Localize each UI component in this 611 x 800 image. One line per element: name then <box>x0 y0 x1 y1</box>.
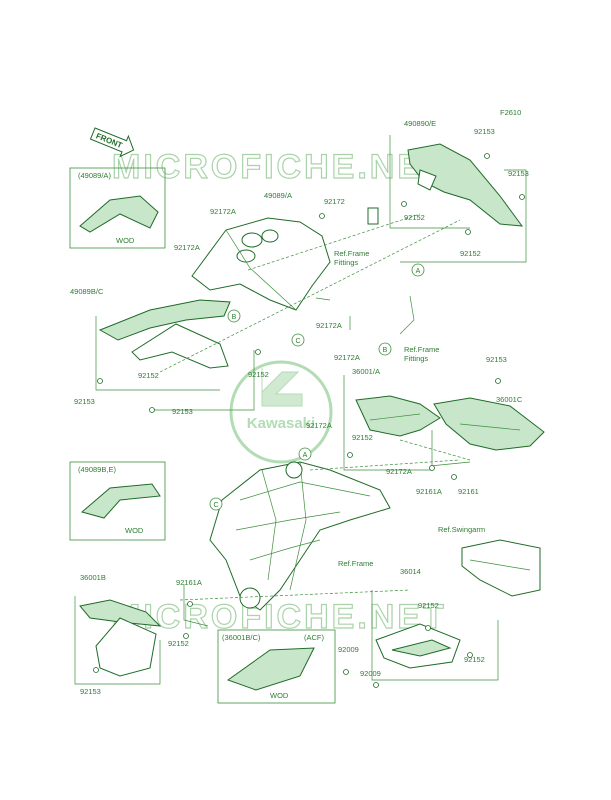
label-36014: 36014 <box>400 567 421 576</box>
label-36001c: 36001C <box>496 395 523 404</box>
label-92153-6: 92153 <box>80 687 101 696</box>
variant-box-36001bc: (36001B/C) (ACF) WOD <box>217 629 336 704</box>
box3-title: (36001B/C) <box>222 633 261 642</box>
frame <box>209 461 391 611</box>
box2-part-shape <box>80 483 161 519</box>
label-92172a-2: 92172A <box>174 243 200 252</box>
upper-cover-490890e <box>367 143 524 227</box>
label-92152-1: 92152 <box>404 213 425 222</box>
label-92153-1: 92153 <box>474 127 495 136</box>
label-92161a-1: 92161A <box>416 487 442 496</box>
callout-a-1: A <box>416 268 421 275</box>
label-92152-2: 92152 <box>460 249 481 258</box>
box3-tag: (ACF) <box>304 633 324 642</box>
shroud-36001c <box>433 397 545 451</box>
label-92153-2: 92153 <box>508 169 529 178</box>
fasteners <box>93 153 525 688</box>
label-92009-1: 92009 <box>338 645 359 654</box>
label-490890e: 490890/E <box>404 119 436 128</box>
box1-title: (49089/A) <box>78 171 111 180</box>
box2-note: WOD <box>125 526 144 535</box>
chain-cover-36014 <box>375 623 461 669</box>
label-49089a: 49089/A <box>264 191 292 200</box>
part-labels: 490890/E 92153 92153 49089/A 92172 92172… <box>70 119 529 696</box>
side-cover-36001b <box>79 599 162 677</box>
label-92152-3: 92152 <box>138 371 159 380</box>
variant-box-49089be: (49089B,E) WOD <box>69 461 166 541</box>
tank-cover-49089a <box>191 217 331 311</box>
box2-title: (49089B,E) <box>78 465 116 474</box>
callout-markers: A B C B A C <box>209 263 425 511</box>
label-49089bc: 49089B/C <box>70 287 104 296</box>
label-36001b: 36001B <box>80 573 106 582</box>
ref-swingarm: Ref.Swingarm <box>438 525 485 534</box>
swingarm <box>461 539 541 597</box>
callout-b-2: B <box>383 347 388 354</box>
label-92153-3: 92153 <box>74 397 95 406</box>
label-92153-4: 92153 <box>172 407 193 416</box>
variant-box-49089a: (49089/A) WOD <box>69 167 166 249</box>
label-92172a-1: 92172A <box>210 207 236 216</box>
callout-c-1: C <box>295 338 300 345</box>
side-cover-49089bc <box>98 299 231 369</box>
figure-code: F2610 <box>500 108 521 117</box>
label-92161a-2: 92161A <box>176 578 202 587</box>
box1-note: WOD <box>116 236 135 245</box>
ref-frame: Ref.Frame <box>338 559 373 568</box>
box3-part-shape <box>226 647 315 691</box>
watermark: MICROFICHE.NET MICROFICHE.NET Kawasaki <box>111 147 447 636</box>
label-92172: 92172 <box>324 197 345 206</box>
shroud-36001a <box>355 395 441 437</box>
callout-c-2: C <box>213 502 218 509</box>
kawasaki-logo-ring <box>229 360 333 464</box>
kawasaki-logo-text: Kawasaki <box>247 415 315 432</box>
kawasaki-logo-k <box>261 368 303 407</box>
label-92161: 92161 <box>458 487 479 496</box>
label-92152-5: 92152 <box>352 433 373 442</box>
label-92172a-3: 92172A <box>316 321 342 330</box>
label-92152-6: 92152 <box>168 639 189 648</box>
box3-note: WOD <box>270 691 289 700</box>
guide-lines <box>74 135 527 685</box>
label-92153-5: 92153 <box>486 355 507 364</box>
callout-a-2: A <box>303 452 308 459</box>
label-92172a-6: 92172A <box>386 467 412 476</box>
label-36001a: 36001/A <box>352 367 380 376</box>
label-92009-2: 92009 <box>360 669 381 678</box>
label-92152-7: 92152 <box>418 601 439 610</box>
callout-b-1: B <box>232 314 237 321</box>
label-92172a-5: 92172A <box>306 421 332 430</box>
watermark-text-top: MICROFICHE.NET <box>112 148 447 186</box>
label-92172a-4: 92172A <box>334 353 360 362</box>
label-92152-4: 92152 <box>248 370 269 379</box>
label-92152-8: 92152 <box>464 655 485 664</box>
box1-part-shape <box>79 195 159 233</box>
